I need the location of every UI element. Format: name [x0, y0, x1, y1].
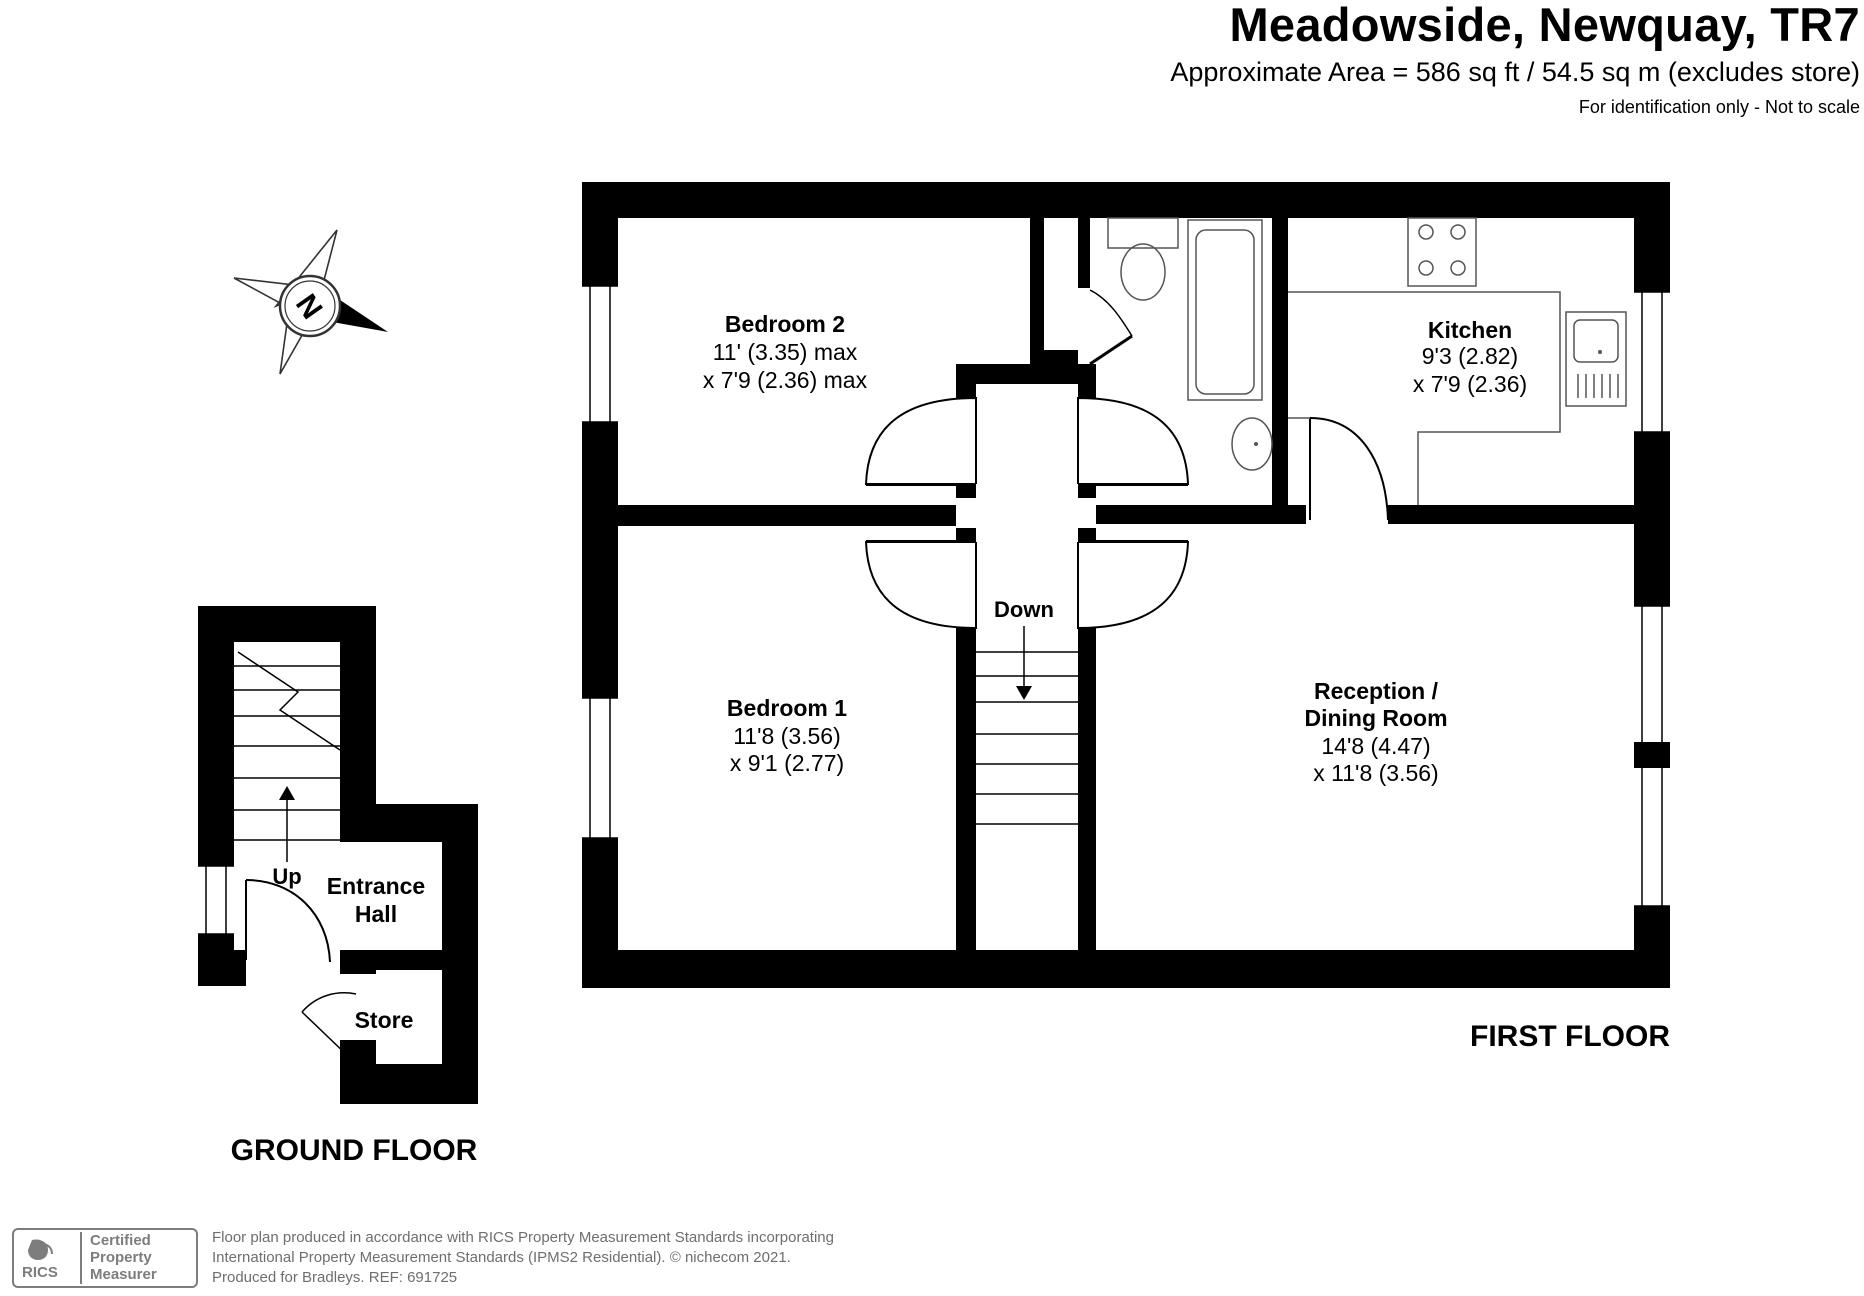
wc-bowl	[1120, 243, 1166, 301]
bath	[1187, 219, 1263, 401]
gf-store-door-swing	[301, 992, 357, 1013]
wash-basin	[1231, 417, 1273, 471]
floor-label-ground: GROUND FLOOR	[231, 1134, 478, 1167]
door-bedroom2-left	[864, 396, 977, 485]
gf-wall-hall-south	[340, 950, 442, 970]
plan-title: Meadowside, Newquay, TR7	[1229, 0, 1860, 51]
compass: N	[233, 229, 388, 375]
window-kitchen	[1634, 291, 1670, 433]
wc-cistern	[1107, 217, 1179, 249]
footer-line-2: International Property Measurement Stand…	[212, 1249, 791, 1266]
room-name-entrance-2: Hall	[355, 901, 397, 927]
wall-kitchen-south	[1388, 505, 1634, 524]
door-wc-leaf	[1089, 334, 1133, 366]
wall-south	[582, 950, 1670, 988]
gf-wall-sw	[198, 934, 234, 986]
footer: RICS Certified Property Measurer Floor p…	[12, 1228, 1012, 1290]
footer-line-3: Produced for Bradleys. REF: 691725	[212, 1269, 458, 1286]
gf-store-door-leaf	[301, 1011, 351, 1059]
rics-badge: RICS Certified Property Measurer	[12, 1228, 198, 1288]
gf-window	[198, 865, 234, 935]
first-floor: Bedroom 2 11' (3.35) max x 7'9 (2.36) ma…	[582, 182, 1670, 1053]
window-reception-1	[1634, 605, 1670, 747]
wall-north	[582, 182, 1670, 218]
wall-landing-top	[956, 364, 1096, 384]
wall-bathroom-stub	[1030, 350, 1078, 364]
footer-notes: Floor plan produced in accordance with R…	[212, 1228, 834, 1288]
room-dim-reception-2: x 11'8 (3.56)	[1313, 760, 1438, 786]
room-name-reception-1: Reception /	[1314, 678, 1439, 704]
room-name-reception-2: Dining Room	[1304, 705, 1447, 731]
wall-stairs-right	[1078, 628, 1096, 950]
scale-note: For identification only - Not to scale	[1578, 97, 1860, 117]
door-bathroom	[1077, 396, 1190, 485]
stairs-label-down: Down	[994, 597, 1054, 622]
badge-line-2: Property	[90, 1249, 152, 1266]
room-dim-bedroom1-2: x 9'1 (2.77)	[730, 750, 844, 776]
compass-ring	[278, 274, 342, 338]
badge-line-1: Certified	[90, 1232, 151, 1249]
gf-front-door-swing	[245, 879, 331, 963]
rics-lion-icon	[28, 1239, 53, 1260]
kitchen-worktop	[1288, 291, 1561, 505]
wall-mullion-east	[1634, 742, 1670, 768]
gf-wall-stair-east	[340, 606, 376, 842]
area-summary: Approximate Area = 586 sq ft / 54.5 sq m…	[1170, 57, 1860, 87]
gf-wall-east	[442, 804, 478, 1104]
room-dim-kitchen-2: x 7'9 (2.36)	[1413, 371, 1527, 397]
first-floor-stairs	[976, 626, 1078, 825]
badge-line-3: Measurer	[90, 1266, 157, 1283]
wall-stairs-left	[956, 628, 976, 950]
window-bedroom2	[582, 285, 618, 423]
room-name-kitchen: Kitchen	[1428, 317, 1512, 343]
footer-line-1: Floor plan produced in accordance with R…	[212, 1229, 834, 1246]
room-name-bedroom1: Bedroom 1	[727, 695, 847, 721]
window-reception-2	[1634, 765, 1670, 907]
header: Meadowside, Newquay, TR7 Approximate Are…	[1170, 0, 1860, 118]
rics-logo-text: RICS	[22, 1264, 58, 1281]
gf-stairs	[234, 651, 341, 862]
wall-bedroom2-bathroom	[1030, 182, 1044, 364]
door-bedroom1	[864, 541, 977, 630]
room-dim-kitchen-1: 9'3 (2.82)	[1422, 343, 1518, 369]
room-name-bedroom2: Bedroom 2	[725, 311, 845, 337]
ground-floor: Up Entrance Hall Store GROUND FLOOR	[198, 606, 478, 1167]
door-reception	[1077, 541, 1190, 630]
certified-measurer-badge: Certified Property Measurer	[80, 1232, 194, 1284]
door-wc-swing	[1089, 289, 1133, 337]
floor-label-first: FIRST FLOOR	[1470, 1020, 1670, 1053]
room-name-entrance-1: Entrance	[327, 873, 425, 899]
room-dim-bedroom2-2: x 7'9 (2.36) max	[703, 367, 868, 393]
wall-bathroom-kitchen	[1272, 182, 1288, 524]
door-kitchen-swing	[1309, 417, 1389, 521]
room-dim-bedroom2-1: 11' (3.35) max	[713, 339, 858, 365]
gf-wall-store-west	[340, 1040, 376, 1104]
kitchen-fixtures	[1288, 217, 1627, 505]
compass-inner-ring	[284, 280, 336, 332]
window-bedroom1	[582, 697, 618, 839]
kitchen-sink	[1565, 311, 1627, 407]
wall-bathroom-door-jamb	[1078, 182, 1090, 288]
room-dim-reception-1: 14'8 (4.47)	[1321, 733, 1430, 759]
room-dim-bedroom1-1: 11'8 (3.56)	[733, 723, 841, 749]
room-name-store: Store	[355, 1007, 414, 1033]
stairs-label-up: Up	[272, 864, 301, 889]
bathroom-fixtures	[1107, 217, 1273, 471]
hob	[1407, 217, 1477, 287]
